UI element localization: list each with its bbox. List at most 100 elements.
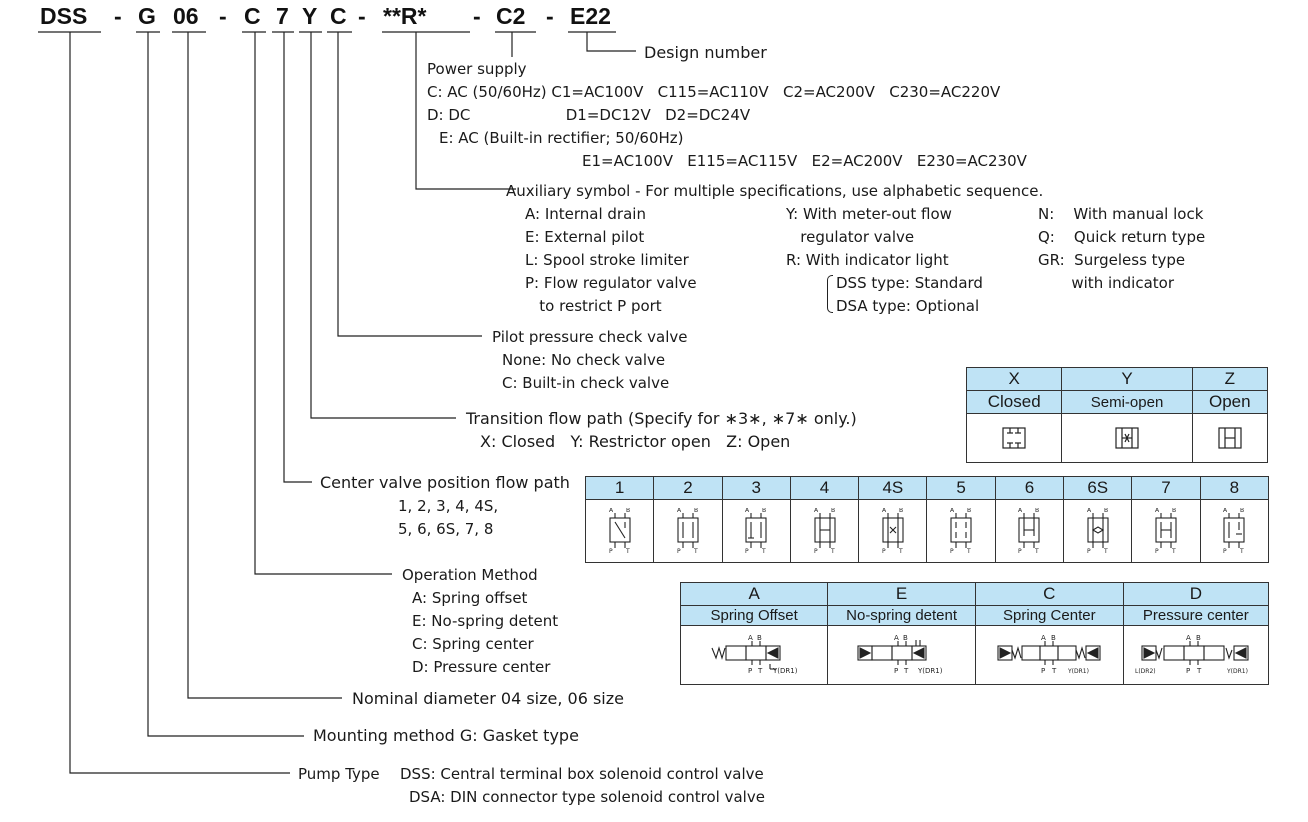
code-separator: - <box>358 3 366 29</box>
mounting-method-label: Mounting method G: Gasket type <box>313 726 579 745</box>
port-label-a: A <box>1223 508 1228 514</box>
center-position-code: 6S <box>1063 476 1133 500</box>
port-label-a: A <box>748 634 753 642</box>
aux-col1-item: L: Spool stroke limiter <box>525 251 689 269</box>
leader-operation <box>254 32 392 575</box>
pump-type-line: DSS: Central terminal box solenoid contr… <box>400 765 764 783</box>
design-number-label: Design number <box>644 43 767 62</box>
code-operation: C <box>244 3 261 29</box>
power-supply-line-rectifier-values: E1=AC100V E115=AC115V E2=AC200V E230=AC2… <box>582 152 1027 170</box>
aux-col1-item: P: Flow regulator valve <box>525 274 697 292</box>
port-label-t: T <box>625 548 630 554</box>
port-label-p: P <box>882 548 886 554</box>
aux-col1-item: E: External pilot <box>525 228 645 246</box>
center-position-code: 4 <box>789 476 860 500</box>
port-label-t: T <box>1196 667 1202 675</box>
port-label-p: P <box>1223 548 1227 554</box>
port-label-a: A <box>814 508 819 514</box>
transition-name: Closed <box>965 390 1063 414</box>
leader-auxiliary <box>415 32 516 190</box>
pilot-check-title: Pilot pressure check valve <box>492 328 688 346</box>
port-label-b: B <box>903 634 908 642</box>
operation-symbol-cell: A B P T Y(DR1) <box>827 625 976 685</box>
port-label-p: P <box>1041 667 1045 675</box>
leader-mounting <box>147 32 304 737</box>
transition-symbol-cell <box>1061 413 1193 463</box>
port-label-t: T <box>761 548 766 554</box>
aux-col3-item: with indicator <box>1038 274 1174 292</box>
port-label-p: P <box>814 548 818 554</box>
operation-line: D: Pressure center <box>412 658 551 676</box>
port-label-y: Y(DR1) <box>772 667 798 675</box>
center-position-code: 2 <box>653 476 723 500</box>
port-label-p: P <box>1155 548 1159 554</box>
port-label-a: A <box>745 508 750 514</box>
port-label-a: A <box>1155 508 1160 514</box>
code-mounting: G <box>138 3 156 29</box>
transition-symbol-table: X Y Z Closed Semi-open Open <box>965 367 1269 463</box>
operation-code: E <box>827 582 976 606</box>
port-label-b: B <box>967 508 971 514</box>
operation-title: Operation Method <box>402 566 538 584</box>
port-label-p: P <box>950 548 954 554</box>
port-label-b: B <box>1240 508 1244 514</box>
operation-symbol-cell: A B P T Y(DR1) <box>974 625 1124 685</box>
port-label-l: L(DR2) <box>1135 668 1156 675</box>
port-label-y: Y(DR1) <box>1067 668 1089 675</box>
port-label-p: P <box>748 667 752 675</box>
leader-design-number <box>586 32 636 52</box>
power-supply-line-ac: C: AC (50/60Hz) C1=AC100V C115=AC110V C2… <box>427 83 1001 101</box>
center-position-line: 5, 6, 6S, 7, 8 <box>398 520 494 538</box>
code-transition: Y <box>302 3 318 29</box>
port-label-p: P <box>1186 667 1190 675</box>
center-position-code: 7 <box>1131 476 1201 500</box>
port-label-y: Y(DR1) <box>917 667 943 675</box>
port-label-b: B <box>694 508 698 514</box>
center-position-code: 3 <box>721 476 791 500</box>
aux-col3-item: N: With manual lock <box>1038 205 1204 223</box>
aux-col1-item: to restrict P port <box>525 297 662 315</box>
code-auxiliary: **R* <box>383 3 427 29</box>
port-label-t: T <box>757 667 763 675</box>
transition-code: X <box>965 367 1063 391</box>
port-label-t: T <box>1171 548 1176 554</box>
transition-code: Y <box>1061 367 1193 391</box>
transition-symbol-cell <box>1191 413 1269 463</box>
pressure-center-symbol: A B P T L(DR2) Y(DR1) <box>1135 634 1249 675</box>
leader-pilot-check <box>337 32 482 337</box>
operation-line: A: Spring offset <box>412 589 528 607</box>
operation-line: C: Spring center <box>412 635 534 653</box>
transition-name: Semi-open <box>1061 390 1193 414</box>
operation-line: E: No-spring detent <box>412 612 559 630</box>
port-label-b: B <box>626 508 630 514</box>
operation-code: C <box>974 582 1124 606</box>
center-position-code: 4S <box>858 476 928 500</box>
operation-symbol-cell: A B P T L(DR2) Y(DR1) <box>1122 625 1270 685</box>
center-position-code: 1 <box>584 476 655 500</box>
aux-col3-item: GR: Surgeless type <box>1038 251 1186 269</box>
code-center-position: 7 <box>276 3 289 29</box>
port-label-p: P <box>745 548 749 554</box>
port-label-b: B <box>1196 634 1201 642</box>
port-label-t: T <box>903 667 909 675</box>
pump-type-label: Pump Type <box>298 765 380 783</box>
leader-center-position <box>283 32 312 483</box>
port-label-b: B <box>1051 634 1056 642</box>
transition-title: Transition flow path (Specify for ∗3∗, ∗… <box>466 409 857 428</box>
transition-code: Z <box>1191 367 1269 391</box>
code-series: DSS <box>40 3 88 29</box>
port-label-t: T <box>693 548 698 554</box>
code-pilot-check: C <box>330 3 347 29</box>
port-label-a: A <box>609 508 614 514</box>
port-label-a: A <box>1018 508 1023 514</box>
port-label-a: A <box>1186 634 1191 642</box>
